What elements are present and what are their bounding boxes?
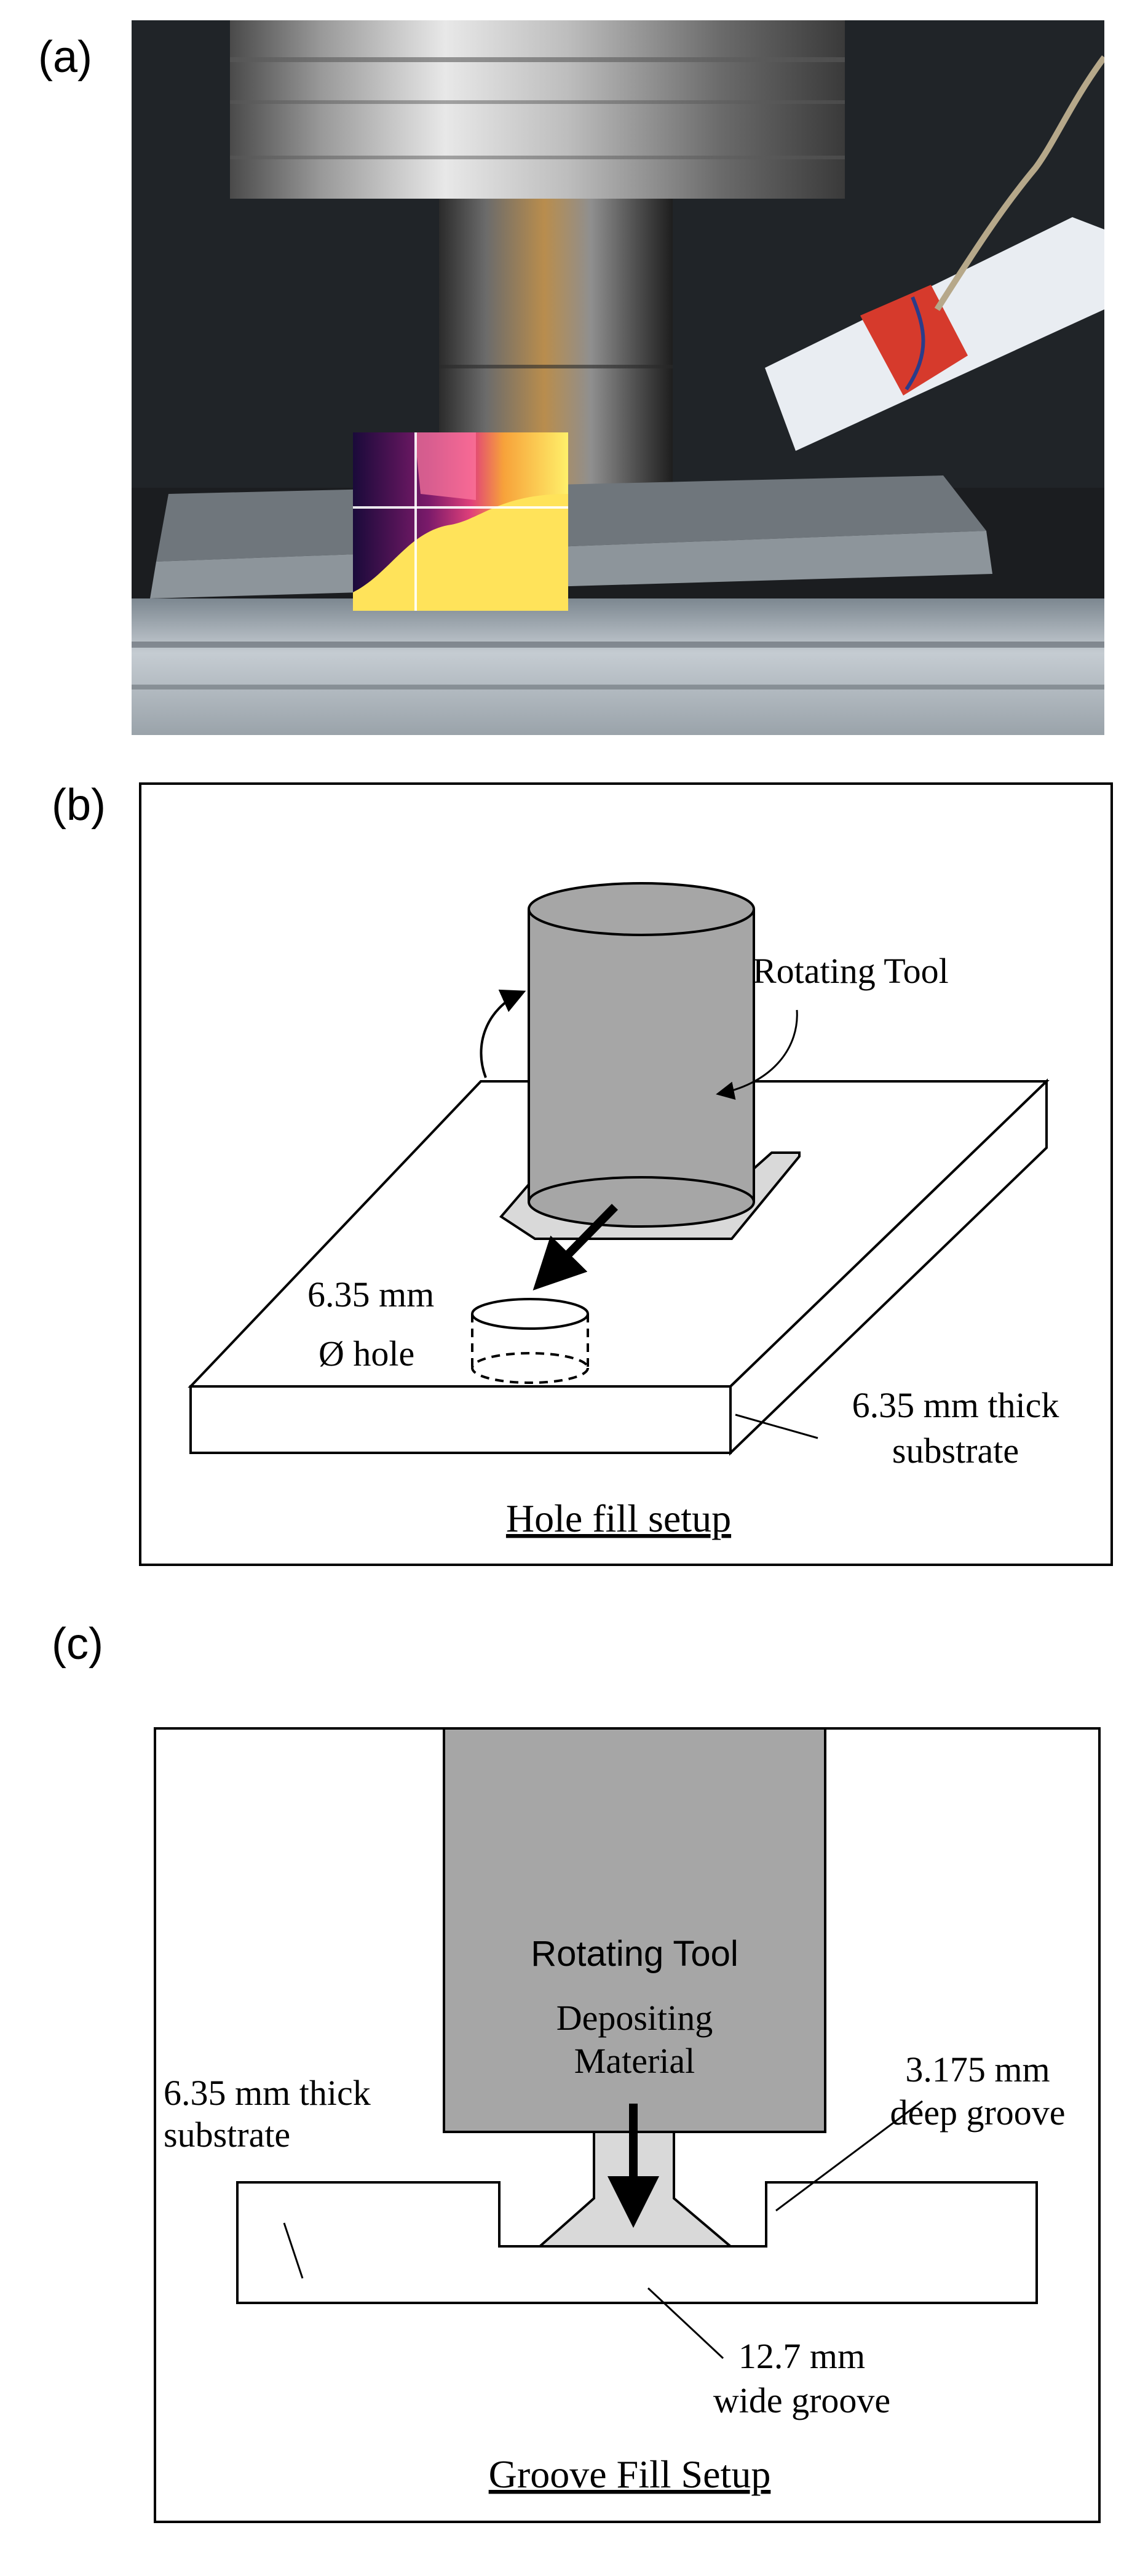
groove-substrate-label-line1: 6.35 mm thick (164, 2073, 371, 2113)
deposit-label-line1: Depositing (556, 1998, 713, 2038)
tool-label: Rotating Tool (753, 951, 949, 991)
panel-a-label: (a) (38, 33, 92, 82)
hole-size-label: 6.35 mm (307, 1274, 434, 1314)
width-label-line2: wide groove (713, 2380, 890, 2420)
substrate-label-line2: substrate (892, 1431, 1019, 1471)
hole-fill-caption: Hole fill setup (506, 1497, 731, 1540)
feed-direction-arrow (532, 1204, 618, 1290)
tool-leader-arrow (716, 1009, 798, 1100)
groove-fill-caption: Groove Fill Setup (489, 2452, 771, 2496)
depth-label-line2: deep groove (890, 2093, 1065, 2133)
width-leader-line (647, 2287, 724, 2359)
substrate-label-line1: 6.35 mm thick (852, 1385, 1059, 1425)
machine-photo-illustration (132, 20, 1104, 735)
groove-fill-substrate (236, 2181, 1038, 2304)
width-label-line1: 12.7 mm (738, 2336, 865, 2376)
substrate-leader-line (735, 1413, 818, 1439)
hole-label: Ø hole (319, 1334, 414, 1373)
rotation-arrow (480, 989, 526, 1078)
groove-tool-label: Rotating Tool (531, 1934, 738, 1974)
substrate-leader-line-c (283, 2222, 304, 2279)
thermal-inset (353, 432, 568, 611)
hole (471, 1298, 589, 1384)
deposit-label-line2: Material (574, 2041, 695, 2081)
panel-b-label: (b) (52, 781, 106, 830)
groove-substrate-label-line2: substrate (164, 2115, 290, 2155)
depth-label-line1: 3.175 mm (905, 2049, 1050, 2089)
panel-c-label: (c) (52, 1620, 103, 1669)
hole-fill-rotating-tool (528, 882, 755, 1228)
experiment-photo (132, 20, 1104, 735)
groove-fill-rotating-tool (443, 1727, 826, 2133)
depth-leader-line (775, 2100, 923, 2212)
